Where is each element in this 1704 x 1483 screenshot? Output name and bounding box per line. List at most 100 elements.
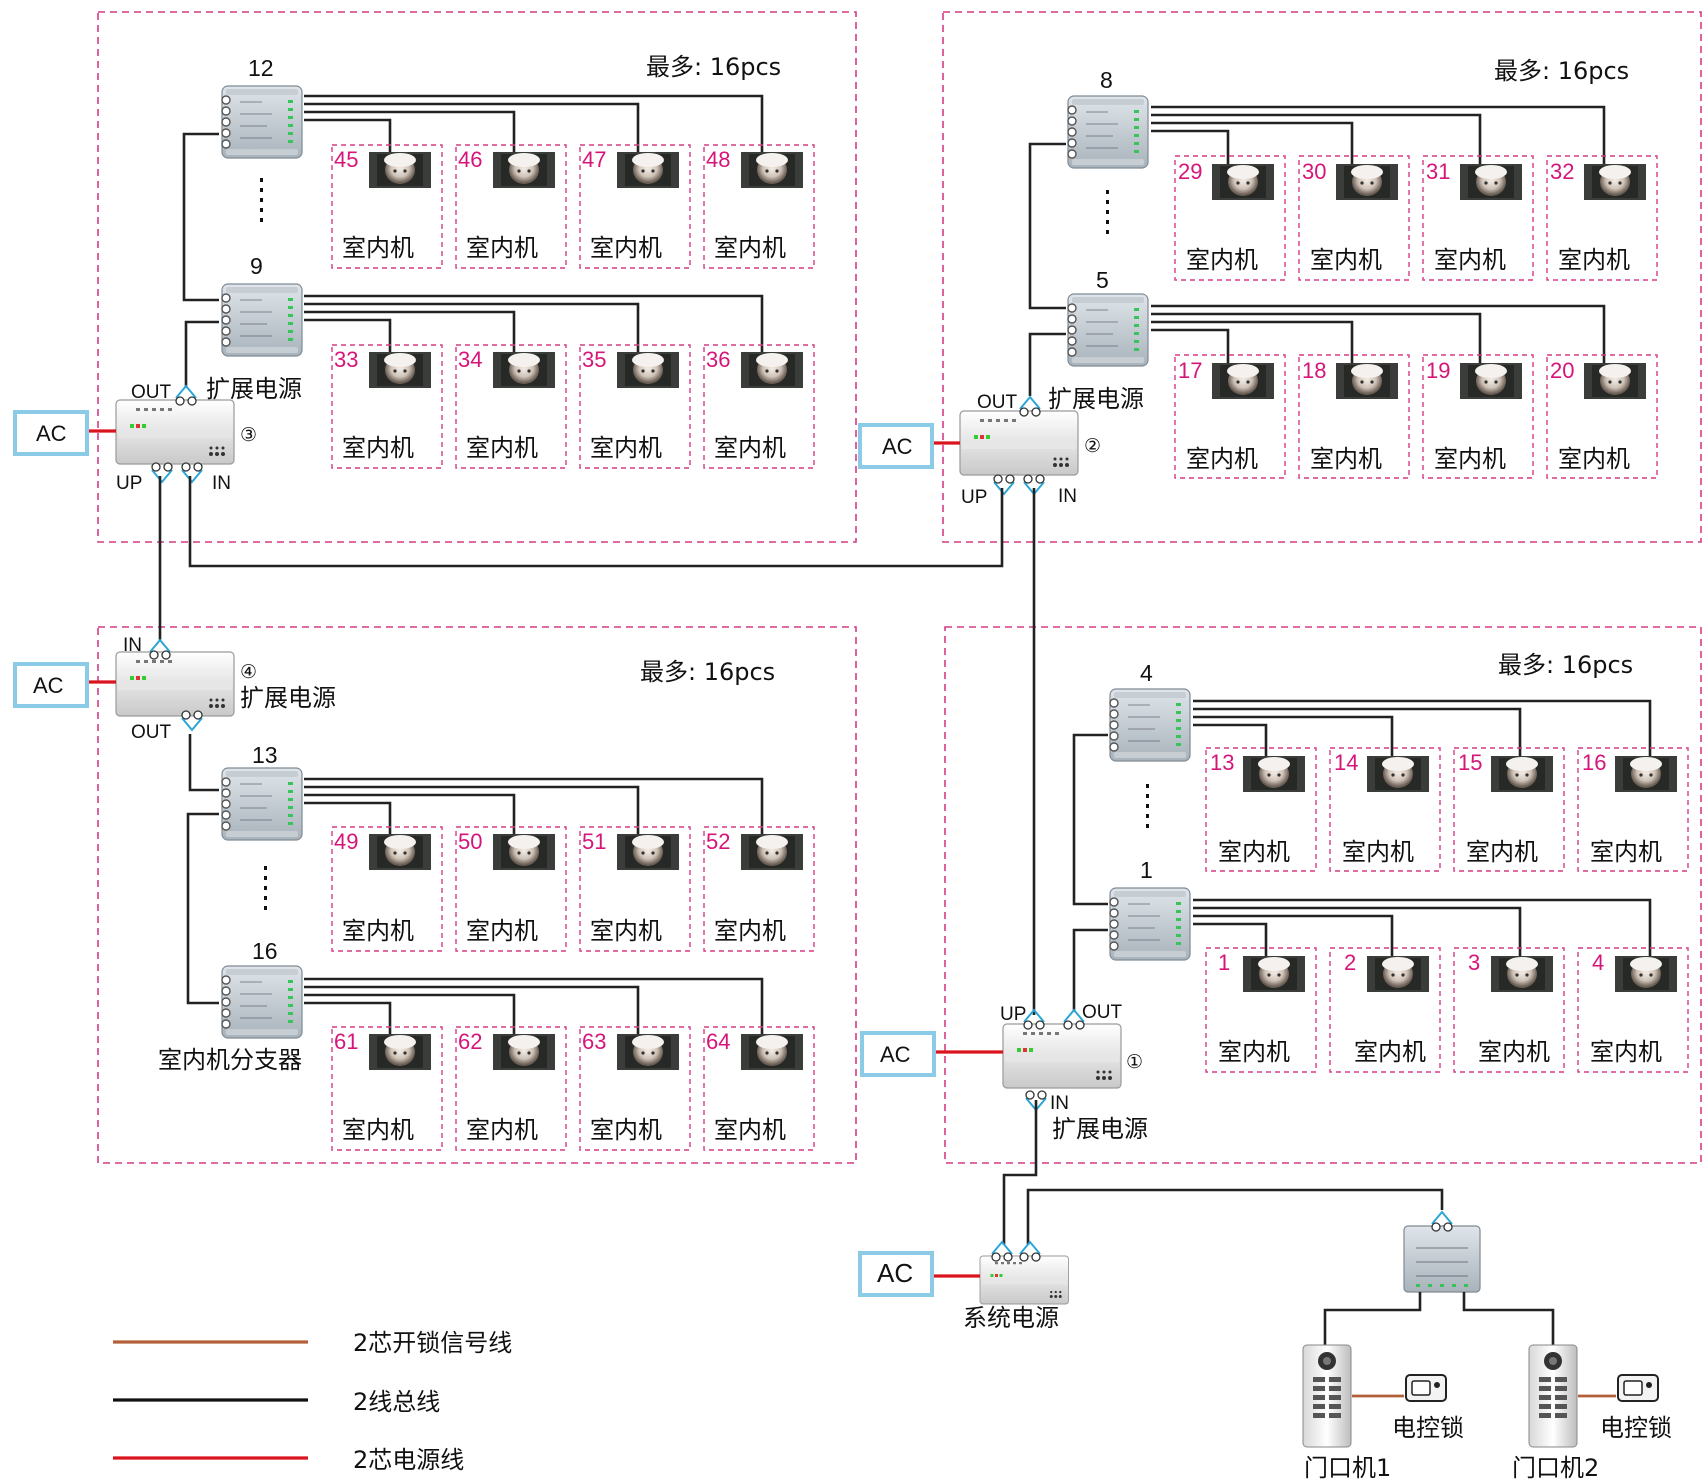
system-power-label: 系统电源 — [963, 1304, 1059, 1332]
ellipsis-dots — [1106, 190, 1109, 234]
bus-z3-to-z2 — [188, 476, 1004, 568]
splitter-num: 1 — [1140, 857, 1153, 883]
indoor-label: 室内机 — [1310, 445, 1382, 473]
indoor-num: 1 — [1218, 950, 1230, 975]
indoor-label: 室内机 — [1186, 246, 1258, 274]
indoor-label: 室内机 — [714, 434, 786, 462]
indoor-label: 室内机 — [1354, 1038, 1426, 1066]
indoor-num: 52 — [706, 829, 730, 854]
system-section: AC 系统电源 电控 — [858, 1100, 1672, 1482]
indoor-num: 30 — [1302, 159, 1326, 184]
ac-box — [13, 662, 89, 708]
ac-box — [13, 410, 89, 456]
indoor-label: 室内机 — [590, 1116, 662, 1144]
indoor-num: 45 — [334, 147, 358, 172]
port-up: UP — [116, 473, 142, 494]
indoor-row-bottom: 33 34 35 36 室内机 室内机 室内机 室内机 — [331, 344, 815, 469]
indoor-num: 16 — [1582, 750, 1606, 775]
indoor-num: 64 — [706, 1029, 730, 1054]
port-in: IN — [212, 473, 231, 494]
indoor-label: 室内机 — [1434, 246, 1506, 274]
indoor-num: 29 — [1178, 159, 1202, 184]
ext-power-1 — [1002, 1023, 1122, 1089]
zone-4-frame — [97, 626, 857, 1164]
ac-box — [860, 1031, 936, 1077]
ac-label: AC — [877, 1258, 913, 1288]
indoor-num: 49 — [334, 829, 358, 854]
indoor-label: 室内机 — [714, 1116, 786, 1144]
ellipsis-dots — [260, 178, 263, 222]
ac-label: AC — [33, 673, 64, 698]
indoor-label: 室内机 — [466, 234, 538, 262]
door-station-1 — [1302, 1344, 1352, 1448]
door-distributor — [1403, 1225, 1481, 1293]
splitter-12 — [221, 85, 303, 159]
legend-label: 2线总线 — [353, 1388, 440, 1416]
indoor-label: 室内机 — [1434, 445, 1506, 473]
indoor-num: 46 — [458, 147, 482, 172]
ext-power-label: 扩展电源 — [240, 684, 336, 712]
port-out: OUT — [977, 392, 1018, 413]
splitter-5 — [1067, 293, 1149, 367]
indoor-label: 室内机 — [342, 434, 414, 462]
port-out: OUT — [1082, 1002, 1123, 1023]
ac-box — [858, 1251, 934, 1297]
splitter-num: 9 — [250, 253, 263, 279]
zone-3: 12 9 45 46 47 48 室内机 室内机 室内机 室内机 33 — [13, 55, 815, 494]
ac-box — [858, 423, 934, 469]
port-in: IN — [1058, 486, 1077, 507]
zone-1: 4 1 13 14 15 16 室内机 室内机 室内机 室内机 1 — [860, 660, 1689, 1143]
indoor-label: 室内机 — [590, 917, 662, 945]
ac-label: AC — [36, 421, 67, 446]
indoor-label: 室内机 — [466, 434, 538, 462]
indoor-num: 36 — [706, 347, 730, 372]
zone-4-max-label: 最多: 16pcs — [640, 658, 775, 686]
door-station-label: 门口机2 — [1512, 1454, 1599, 1482]
splitter-num: 5 — [1096, 267, 1109, 293]
zone-2: 8 5 29 30 31 32 室内机 室内机 室内机 室内机 17 — [858, 67, 1658, 508]
electric-lock-2 — [1617, 1374, 1659, 1402]
indoor-num: 50 — [458, 829, 482, 854]
indoor-num: 17 — [1178, 358, 1202, 383]
indoor-row-bottom: 17 18 19 20 室内机 室内机 室内机 室内机 — [1174, 354, 1658, 479]
indoor-num: 3 — [1468, 950, 1480, 975]
electric-lock-1 — [1405, 1374, 1447, 1402]
port-in: IN — [1050, 1093, 1069, 1114]
indoor-row-top: 29 30 31 32 室内机 室内机 室内机 室内机 — [1174, 155, 1658, 281]
door-station-2 — [1528, 1344, 1578, 1448]
splitter-num: 8 — [1100, 67, 1113, 93]
zone-3-max-label: 最多: 16pcs — [646, 53, 781, 81]
indoor-label: 室内机 — [1558, 445, 1630, 473]
ext-power-3 — [115, 399, 235, 465]
zone-2-frame — [942, 11, 1702, 543]
indoor-label: 室内机 — [1342, 838, 1414, 866]
indoor-num: 34 — [458, 347, 482, 372]
indoor-num: 4 — [1592, 950, 1604, 975]
indoor-label: 室内机 — [714, 917, 786, 945]
port-out: OUT — [131, 382, 172, 403]
power-id: ③ — [240, 425, 257, 446]
indoor-row-top: 13 14 15 16 室内机 室内机 室内机 室内机 — [1205, 747, 1689, 872]
indoor-label: 室内机 — [342, 234, 414, 262]
indoor-label: 室内机 — [590, 234, 662, 262]
splitter-num: 4 — [1140, 660, 1153, 686]
indoor-label: 室内机 — [342, 917, 414, 945]
indoor-label: 室内机 — [1310, 246, 1382, 274]
indoor-label: 室内机 — [342, 1116, 414, 1144]
legend-label: 2芯电源线 — [353, 1446, 464, 1474]
indoor-label: 室内机 — [1466, 838, 1538, 866]
legend: 2芯开锁信号线 2线总线 2芯电源线 — [113, 1329, 512, 1474]
indoor-num: 15 — [1458, 750, 1482, 775]
electric-lock-label: 电控锁 — [1600, 1414, 1672, 1442]
indoor-num: 20 — [1550, 358, 1574, 383]
indoor-label: 室内机 — [466, 917, 538, 945]
indoor-label: 室内机 — [1218, 1038, 1290, 1066]
ext-power-label: 扩展电源 — [1048, 385, 1144, 413]
indoor-row-top: 45 46 47 48 室内机 室内机 室内机 室内机 — [331, 144, 815, 269]
indoor-label: 室内机 — [1590, 1038, 1662, 1066]
indoor-num: 61 — [334, 1029, 358, 1054]
port-in: IN — [123, 635, 142, 656]
splitter-1 — [1109, 887, 1191, 961]
power-id: ① — [1126, 1052, 1143, 1073]
